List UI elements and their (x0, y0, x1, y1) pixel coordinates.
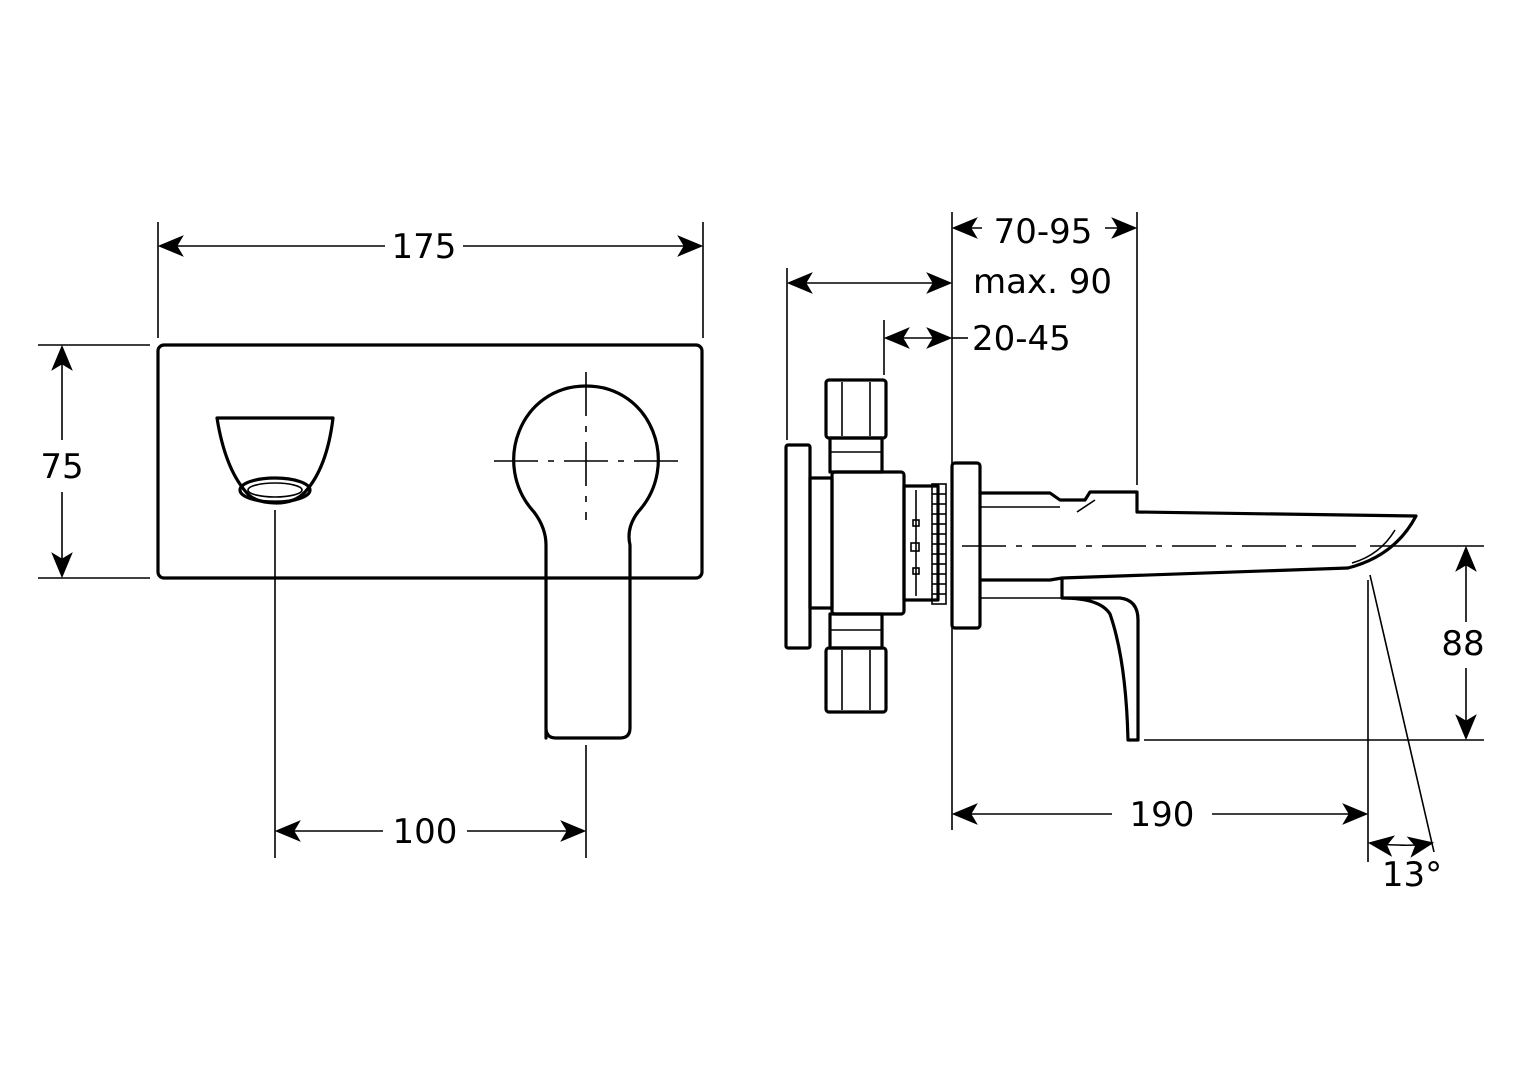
front-view (156, 343, 704, 740)
valve-housing (830, 470, 906, 616)
dim-adjust-range-label: 20-45 (972, 319, 1071, 359)
spout-outlet (215, 416, 335, 505)
dim-angle-label: 13° (1382, 855, 1442, 895)
thread (931, 483, 947, 605)
dim-plate-width: 175 (157, 227, 704, 267)
outlet-aerator-inner (247, 482, 303, 498)
dim-axis-distance: 100 (274, 812, 587, 852)
dim-angle: 13° (1367, 835, 1442, 895)
dim-wall-depth-label: 70-95 (994, 212, 1093, 252)
side-lever (1060, 578, 1140, 742)
dim-spout-height: 88 (1441, 545, 1485, 741)
dim-plate-height: 75 (40, 344, 84, 579)
side-view (784, 378, 1418, 742)
outlet-aerator (238, 476, 312, 504)
mixer-lever (512, 384, 660, 740)
side-extension-lines (786, 212, 1484, 862)
spout (978, 490, 1418, 582)
valve-neck (902, 484, 940, 602)
dim-spout-height-label: 88 (1441, 624, 1484, 664)
dim-max-depth-label: max. 90 (973, 262, 1112, 302)
lower-inlet-nut (824, 612, 888, 714)
dim-plate-width-label: 175 (392, 227, 457, 267)
dim-plate-height-label: 75 (40, 447, 83, 487)
dim-spout-projection-label: 190 (1130, 795, 1195, 835)
front-extension-lines (38, 222, 704, 858)
mounting-flange (784, 443, 812, 650)
dim-max-depth: max. 90 (786, 262, 1112, 302)
dim-adjust-range: 20-45 (883, 319, 1071, 359)
valve-body (808, 476, 834, 610)
dim-axis-distance-label: 100 (393, 812, 458, 852)
dim-wall-depth: 70-95 (951, 212, 1138, 252)
cover-plate (156, 343, 704, 580)
upper-inlet-nut (824, 378, 888, 474)
dim-spout-projection: 190 (951, 795, 1369, 835)
